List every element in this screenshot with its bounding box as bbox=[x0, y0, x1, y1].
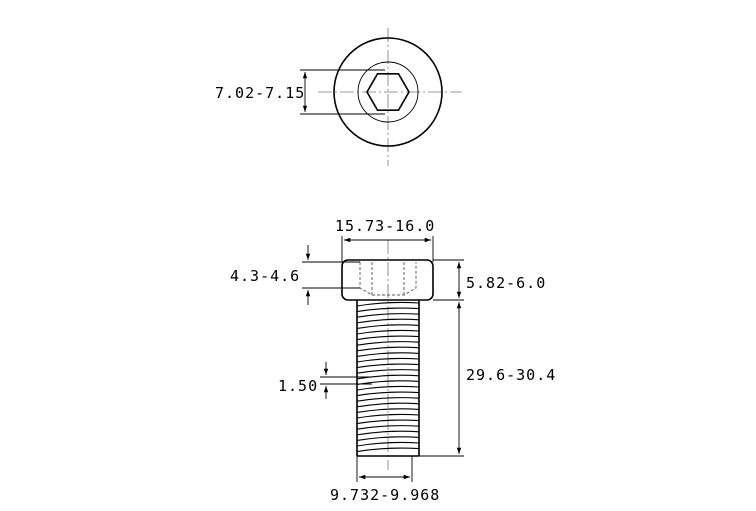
thread-crest bbox=[356, 329, 420, 335]
thread-crest bbox=[356, 369, 420, 374]
thread-crest bbox=[356, 397, 420, 402]
thread-crest bbox=[356, 436, 420, 441]
thread-crest bbox=[356, 374, 420, 380]
thread-length-dimension-label: 29.6-30.4 bbox=[466, 366, 556, 384]
thread-crest bbox=[356, 335, 420, 341]
thread-crest bbox=[356, 408, 420, 413]
thread-crest bbox=[356, 357, 420, 363]
thread-crest bbox=[356, 324, 420, 329]
thread-crest bbox=[356, 430, 420, 436]
socket-depth-dimension-label: 4.3-4.6 bbox=[230, 267, 300, 285]
thread-crest bbox=[356, 441, 420, 447]
threaded-shank bbox=[356, 300, 420, 457]
head-outer-circle bbox=[333, 37, 443, 147]
thread-pitch-dimension-label: 1.50 bbox=[278, 377, 318, 395]
thread-crest bbox=[356, 346, 420, 352]
thread-diameter-dimension-label: 9.732-9.968 bbox=[330, 486, 440, 504]
head-diameter-dimension-label: 15.73-16.0 bbox=[335, 217, 435, 235]
thread-crest bbox=[356, 402, 420, 408]
thread-crest bbox=[356, 318, 420, 324]
thread-crest bbox=[356, 447, 420, 453]
thread-crest bbox=[356, 391, 420, 397]
thread-crest bbox=[356, 307, 420, 313]
thread-crest bbox=[356, 363, 420, 369]
thread-crest bbox=[356, 313, 420, 318]
head-height-dimension-label: 5.82-6.0 bbox=[466, 274, 546, 292]
head-inner-circle bbox=[357, 61, 419, 123]
hex-socket-dimension-label: 7.02-7.15 bbox=[215, 84, 305, 102]
thread-crest bbox=[356, 385, 420, 391]
thread-crest bbox=[356, 301, 420, 307]
thread-crest bbox=[356, 425, 420, 430]
top-view: 7.02-7.15 bbox=[215, 28, 462, 166]
side-view: 15.73-16.0 4.3-4.6 5.82-6.0 29.6-30.4 1.… bbox=[230, 217, 556, 504]
hex-socket bbox=[366, 73, 410, 111]
thread-crest bbox=[356, 419, 420, 425]
thread-crest bbox=[356, 352, 420, 357]
thread-crest bbox=[356, 413, 420, 419]
bolt-head bbox=[341, 259, 434, 301]
socket-hidden-lines bbox=[359, 262, 417, 296]
thread-crest bbox=[356, 341, 420, 346]
